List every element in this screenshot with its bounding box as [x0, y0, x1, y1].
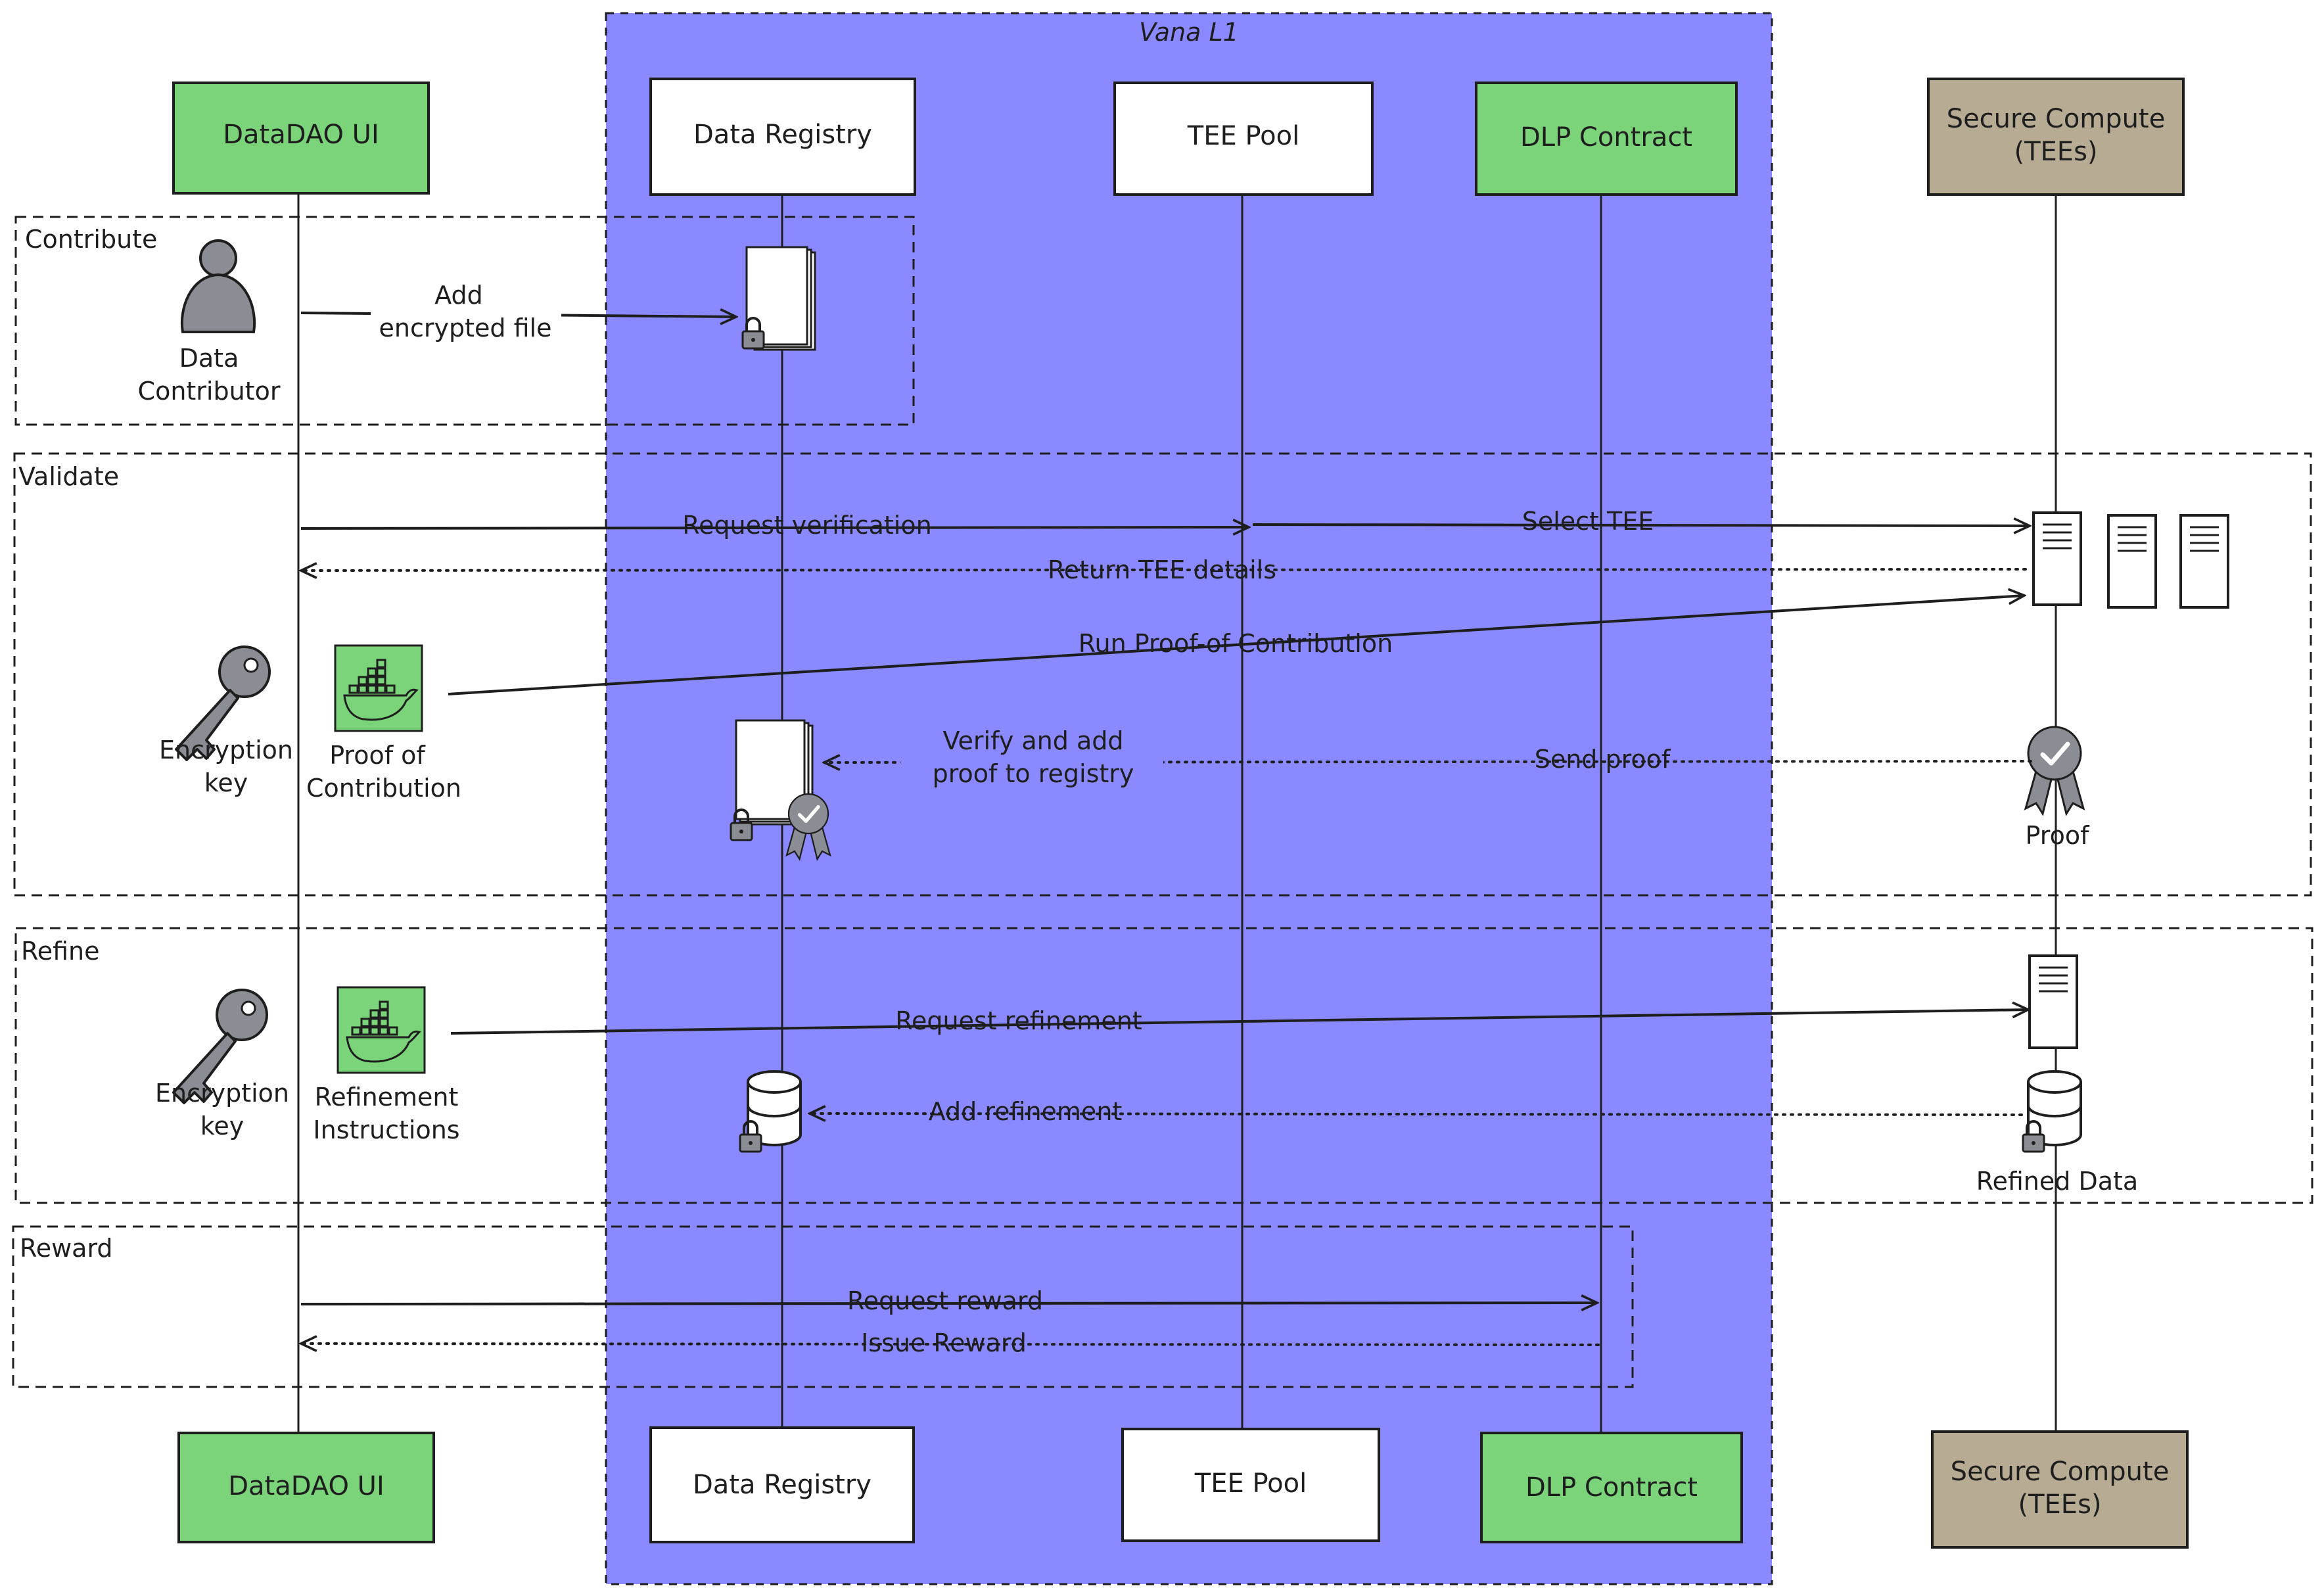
msg-select-tee: Select TEE: [1522, 507, 1654, 536]
ri-label-line2: Instructions: [313, 1115, 459, 1144]
section-reward: [12, 1225, 1634, 1388]
arrow-run-poc: [448, 596, 2024, 695]
arrow-add-refinement: [810, 1113, 2023, 1115]
server-icon: [2107, 514, 2157, 609]
contributor-label-line2: Contributor: [138, 377, 281, 406]
section-reward-label: Reward: [20, 1234, 113, 1263]
arrow-select-tee: [1252, 525, 2030, 526]
msg-run-poc: Run Proof-of-Contribution: [1079, 629, 1393, 658]
section-validate-label: Validate: [18, 462, 119, 491]
participant-tee-pool-top: TEE Pool: [1113, 82, 1374, 196]
section-validate: [13, 452, 2312, 897]
participant-dlp-bottom-label: DLP Contract: [1525, 1472, 1698, 1503]
arrow-return-tee-details: [301, 569, 2027, 571]
server-icon: [2028, 954, 2078, 1049]
section-refine-label: Refine: [21, 937, 99, 966]
participant-datadao-bottom: DataDAO UI: [177, 1432, 435, 1543]
locked-file-icon: [741, 246, 816, 351]
ri-label-line1: Refinement: [315, 1083, 459, 1112]
msg-return-tee-details: Return TEE details: [1048, 555, 1276, 584]
participant-tee-pool-bottom-label: TEE Pool: [1194, 1468, 1307, 1499]
poc-label-line2: Contribution: [306, 774, 461, 803]
participant-datadao-top: DataDAO UI: [172, 82, 430, 195]
participant-secure-compute-top: Secure Compute (TEEs): [1927, 78, 2185, 196]
msg-send-proof: Send proof: [1535, 745, 1671, 774]
participant-dlp-top-label: DLP Contract: [1520, 122, 1692, 152]
participant-registry-top: Data Registry: [649, 78, 916, 196]
person-icon: [180, 239, 256, 333]
msg-verify-line2: proof to registry: [933, 759, 1134, 788]
arrow-request-refinement: [450, 1010, 2028, 1035]
participant-secure-compute-top-line2: (TEEs): [2014, 137, 2097, 167]
msg-request-verification: Request verification: [682, 511, 931, 540]
arrow-issue-reward: [301, 1344, 1600, 1345]
arrow-request-verification: [300, 527, 1249, 528]
participant-datadao-top-label: DataDAO UI: [223, 120, 379, 150]
participant-tee-pool-bottom: TEE Pool: [1121, 1428, 1380, 1542]
participant-secure-compute-bottom: Secure Compute (TEEs): [1931, 1430, 2189, 1549]
locked-database-icon: [739, 1070, 802, 1153]
participant-dlp-bottom: DLP Contract: [1480, 1432, 1743, 1543]
msg-request-reward: Request reward: [847, 1286, 1043, 1315]
key-label-line2: key: [200, 1112, 244, 1140]
section-refine: [14, 927, 2313, 1204]
arrow-request-reward: [300, 1303, 1597, 1304]
label-bg-verify: [900, 720, 1163, 793]
participant-dlp-top: DLP Contract: [1475, 82, 1738, 196]
docker-icon: [337, 986, 426, 1074]
participant-secure-compute-bottom-line1: Secure Compute: [1951, 1457, 2170, 1487]
server-icon: [2179, 514, 2229, 609]
participant-secure-compute-bottom-line2: (TEEs): [2018, 1489, 2101, 1520]
poc-label-line1: Proof of: [329, 741, 426, 770]
refined-data-label: Refined Data: [1976, 1167, 2138, 1196]
certificate-badge-icon: [2026, 727, 2083, 814]
msg-issue-reward: Issue Reward: [861, 1328, 1027, 1357]
participant-datadao-bottom-label: DataDAO UI: [228, 1471, 384, 1501]
key-label-line2: key: [204, 768, 248, 797]
participant-secure-compute-top-line1: Secure Compute: [1947, 104, 2166, 134]
locked-file-icon: [730, 719, 830, 859]
locked-database-icon: [2022, 1070, 2082, 1153]
participant-registry-bottom: Data Registry: [649, 1426, 915, 1543]
proof-label: Proof: [2026, 821, 2091, 850]
key-label-line1: Encryption: [155, 1079, 289, 1108]
msg-request-refinement: Request refinement: [895, 1006, 1142, 1035]
msg-add-line2: encrypted file: [379, 314, 552, 342]
contributor-label-line1: Data: [179, 344, 239, 373]
docker-icon: [334, 644, 423, 732]
section-contribute: [14, 216, 915, 426]
participant-registry-top-label: Data Registry: [693, 120, 872, 150]
server-icon: [2032, 511, 2082, 606]
participant-tee-pool-top-label: TEE Pool: [1187, 121, 1299, 151]
key-label-line1: Encryption: [159, 736, 293, 764]
msg-add-line1: Add: [434, 281, 483, 310]
msg-verify-line1: Verify and add: [943, 726, 1124, 755]
msg-add-refinement: Add refinement: [929, 1097, 1123, 1126]
section-contribute-label: Contribute: [25, 225, 157, 254]
label-bg-add-file: [371, 276, 561, 350]
participant-registry-bottom-label: Data Registry: [693, 1470, 872, 1500]
vana-l1-label: Vana L1: [1139, 18, 1239, 47]
